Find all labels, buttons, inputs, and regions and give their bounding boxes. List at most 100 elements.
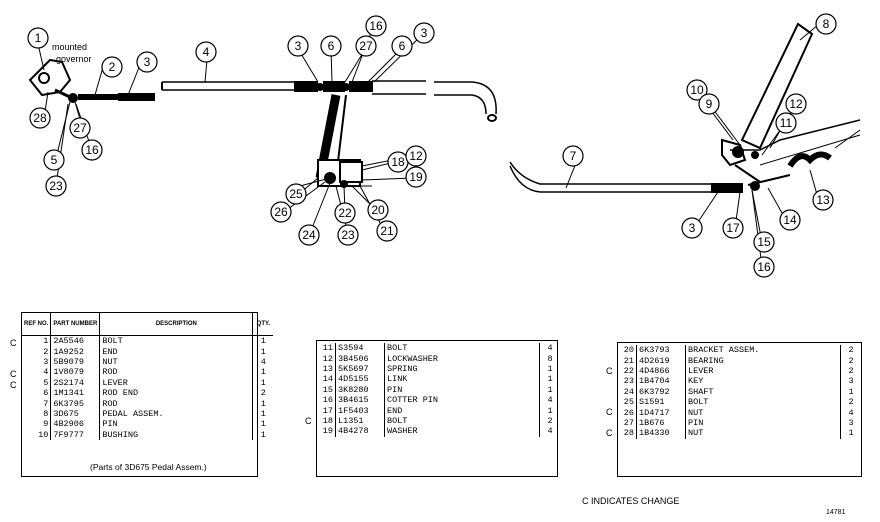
change-mark: C — [10, 338, 17, 348]
cell-ref: 1 — [22, 335, 52, 347]
cell-qty: 1 — [260, 346, 266, 357]
note-governor: governor — [56, 54, 92, 64]
cell-desc: BOLT — [384, 343, 540, 354]
cell-desc: PIN — [384, 384, 540, 395]
header-qty: QTY. — [252, 313, 274, 336]
cell-qty: 4 — [848, 407, 854, 418]
cell-desc: PEDAL ASSEM. — [99, 408, 254, 420]
callout-circle — [785, 93, 807, 115]
cell-qty: 2 — [848, 355, 854, 366]
bent-rod-right — [434, 81, 497, 122]
cell-desc: ROD — [99, 398, 254, 409]
cell-part: 5B9079 — [50, 356, 101, 368]
cell-part: 7F9777 — [50, 429, 101, 440]
callout-circle — [81, 139, 103, 161]
header-desc: DESCRIPTION — [99, 313, 254, 336]
callout-circle — [45, 175, 67, 197]
callout-label: 23 — [49, 179, 63, 193]
table1-footnote: (Parts of 3D675 Pedal Assem.) — [90, 462, 207, 472]
callout-label: 13 — [816, 193, 830, 207]
cell-ref: 20 — [618, 345, 637, 356]
cell-qty: 4 — [260, 356, 266, 367]
cell-desc: LEVER — [99, 377, 254, 388]
cell-part: S3594 — [335, 343, 385, 354]
cell-qty: 1 — [260, 419, 266, 430]
callout-circle — [365, 15, 387, 37]
callout-circle — [405, 145, 427, 167]
cell-qty: 1 — [260, 408, 266, 419]
callout-circle — [775, 112, 797, 134]
parts-table-2-frame — [316, 340, 558, 477]
governor-assembly — [28, 58, 155, 103]
cell-desc: BOLT — [384, 415, 540, 427]
cell-ref: 5 — [22, 377, 52, 388]
callout-label: 14 — [783, 213, 797, 227]
callout-label: 26 — [274, 205, 288, 219]
callout-circle — [136, 51, 158, 73]
callout-circle — [287, 35, 309, 57]
cell-ref: 21 — [618, 355, 637, 366]
callout-circle — [722, 217, 744, 239]
cell-ref: 26 — [618, 407, 637, 418]
callout-label: 16 — [369, 19, 383, 33]
cell-ref: 8 — [22, 408, 52, 420]
cell-part: 4D4866 — [636, 365, 686, 377]
callout-label: 25 — [289, 187, 303, 201]
callout-label: 17 — [726, 221, 740, 235]
cell-desc: ROD — [99, 367, 254, 378]
callout-label: 23 — [341, 228, 355, 242]
callout-circle — [391, 35, 413, 57]
callout-circle — [562, 145, 584, 167]
callout-circle — [779, 209, 801, 231]
callout-label: 27 — [73, 121, 87, 135]
header-part: PART NUMBER — [50, 313, 101, 336]
callout-label: 9 — [706, 97, 713, 111]
callout-circle — [27, 27, 49, 49]
cell-desc: LOCKWASHER — [384, 353, 540, 364]
change-mark: C — [606, 428, 613, 439]
callout-label: 24 — [302, 228, 316, 242]
cell-part: 6K3793 — [636, 345, 686, 356]
cell-part: 4D2619 — [636, 355, 686, 366]
callout-circle — [681, 217, 703, 239]
callout-circle — [698, 93, 720, 115]
cell-ref: 18 — [317, 415, 336, 427]
parts-table-3-frame — [617, 342, 862, 477]
cell-ref: 17 — [317, 405, 336, 416]
callout-label: 8 — [823, 17, 830, 31]
callout-label: 16 — [85, 143, 99, 157]
cell-desc: BEARING — [685, 355, 841, 366]
callout-label: 20 — [371, 203, 385, 217]
callout-circle — [367, 199, 389, 221]
cell-qty: 1 — [547, 405, 553, 416]
cell-part: 1M1341 — [50, 387, 101, 399]
cell-desc: NUT — [685, 428, 841, 439]
cell-qty: 1 — [260, 429, 266, 440]
cell-qty: 2 — [260, 388, 266, 399]
callout-label: 3 — [144, 55, 151, 69]
figure-number: 14781 — [826, 509, 846, 516]
cell-ref: 6 — [22, 387, 52, 399]
cell-part: 1D4717 — [636, 407, 686, 418]
cell-part: L1351 — [335, 415, 385, 427]
cell-part: 4B4278 — [335, 426, 385, 437]
callout-circle — [29, 107, 51, 129]
cell-desc: ROD END — [99, 387, 254, 399]
cell-ref: 23 — [618, 376, 637, 387]
cell-ref: 24 — [618, 386, 637, 397]
